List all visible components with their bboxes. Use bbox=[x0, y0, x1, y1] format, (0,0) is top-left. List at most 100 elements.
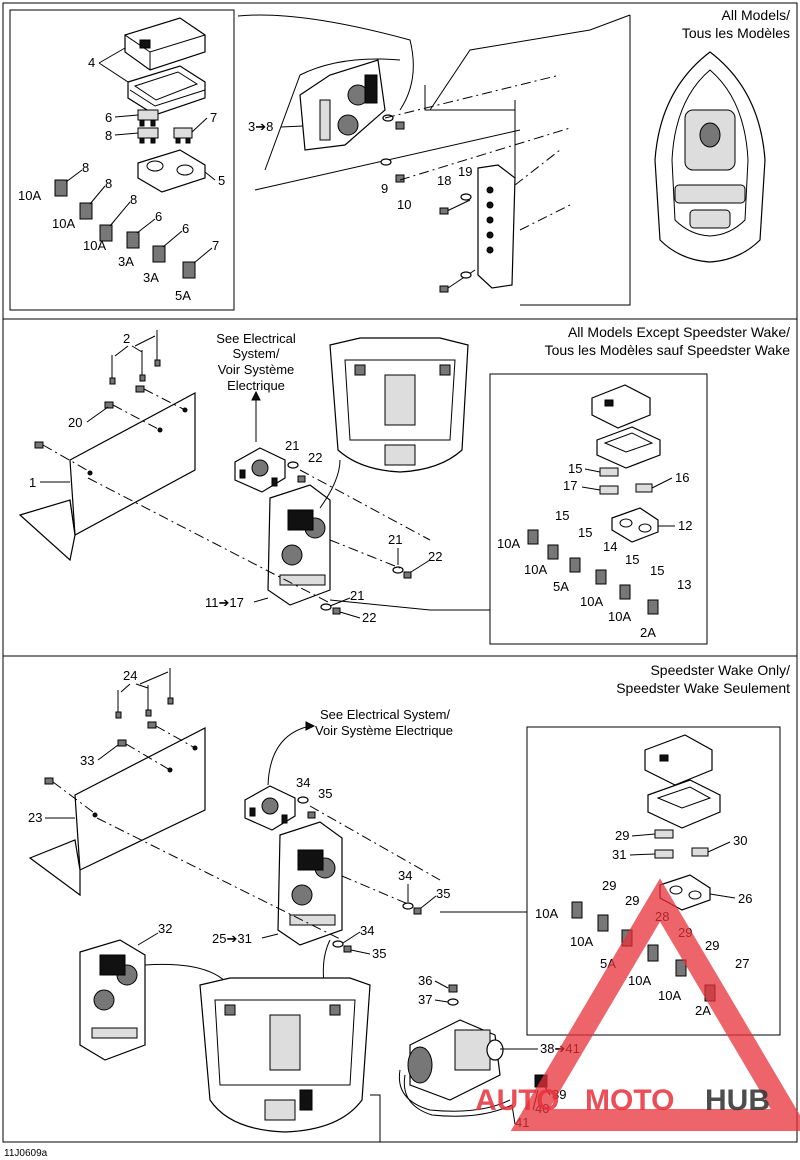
label-5a-s2: 5A bbox=[553, 579, 569, 594]
fuse-10a-b bbox=[79, 202, 93, 220]
gasket-3 bbox=[647, 779, 721, 829]
label-27: 27 bbox=[735, 956, 749, 971]
label-8: 8 bbox=[105, 128, 112, 143]
solenoid-relay bbox=[234, 447, 286, 493]
label-3a-2: 3A bbox=[143, 270, 159, 285]
label-10a-s2-4: 10A bbox=[608, 609, 631, 624]
fuse-holder-32 bbox=[79, 939, 146, 1061]
diagram-code: 11J0609a bbox=[4, 1148, 48, 1159]
label-10a-s3-4: 10A bbox=[658, 988, 681, 1003]
label-6c: 6 bbox=[182, 221, 189, 236]
label-35a: 35 bbox=[318, 786, 332, 801]
section-3-title-line1: Speedster Wake Only/ bbox=[650, 662, 790, 678]
fuse-holder-assembly bbox=[299, 59, 386, 151]
hardware-34-35 bbox=[297, 796, 422, 953]
label-17: 17 bbox=[563, 478, 577, 493]
label-10a-s3-1: 10A bbox=[535, 906, 558, 921]
label-34c: 34 bbox=[360, 923, 374, 938]
note-3-line2: Voir Système Electrique bbox=[315, 723, 453, 738]
label-4: 4 bbox=[88, 55, 95, 70]
label-15b: 15 bbox=[555, 508, 569, 523]
nut-10 bbox=[395, 121, 405, 183]
cover-3 bbox=[644, 734, 713, 786]
washer-19 bbox=[460, 193, 472, 201]
label-10: 10 bbox=[397, 197, 411, 212]
gasket-2 bbox=[596, 426, 661, 469]
label-16: 16 bbox=[675, 470, 689, 485]
label-5: 5 bbox=[218, 173, 225, 188]
label-22c: 22 bbox=[362, 610, 376, 625]
fuse-5a bbox=[182, 261, 196, 279]
fuse-plate bbox=[137, 149, 206, 193]
label-15e: 15 bbox=[650, 563, 664, 578]
screws-20 bbox=[34, 385, 186, 474]
label-21c: 21 bbox=[350, 588, 364, 603]
fuse-holder-2 bbox=[267, 484, 331, 606]
label-9: 9 bbox=[381, 181, 388, 196]
label-31: 31 bbox=[612, 847, 626, 862]
label-22b: 22 bbox=[428, 549, 442, 564]
label-34b: 34 bbox=[398, 868, 412, 883]
label-18: 18 bbox=[437, 173, 451, 188]
solenoid-relay-2 bbox=[244, 785, 296, 831]
fuse-3a-b bbox=[152, 245, 166, 263]
label-15d: 15 bbox=[625, 552, 639, 567]
label-15a: 15 bbox=[568, 461, 582, 476]
label-29b: 29 bbox=[602, 878, 616, 893]
boat-top-view bbox=[654, 51, 766, 263]
mounting-panel-2 bbox=[28, 727, 206, 897]
fuse-small-8a bbox=[137, 127, 159, 144]
label-37: 37 bbox=[418, 992, 432, 1007]
label-1: 1 bbox=[29, 475, 36, 490]
label-35b: 35 bbox=[436, 886, 450, 901]
mounting-panel-1 bbox=[18, 391, 196, 562]
label-7: 7 bbox=[210, 110, 217, 125]
label-10a-s3-2: 10A bbox=[570, 934, 593, 949]
label-12: 12 bbox=[678, 518, 692, 533]
label-2: 2 bbox=[123, 331, 130, 346]
section-1-title-line2: Tous les Modèles bbox=[682, 25, 790, 41]
fuse-box-cover bbox=[124, 17, 206, 71]
label-10a-3: 10A bbox=[83, 238, 106, 253]
section-2-title-line2: Tous les Modèles sauf Speedster Wake bbox=[545, 342, 791, 358]
label-35c: 35 bbox=[372, 946, 386, 961]
label-10a-s3-3: 10A bbox=[628, 973, 651, 988]
label-10a-s2-3: 10A bbox=[580, 594, 603, 609]
note-3-line1: See Electrical System/ bbox=[320, 707, 450, 722]
screw-18 bbox=[439, 199, 471, 215]
note-2-line1: See Electrical bbox=[216, 331, 296, 346]
section-except-speedster: All Models Except Speedster Wake/ Tous l… bbox=[18, 324, 791, 645]
label-3a-1: 3A bbox=[118, 254, 134, 269]
fuse-kit-inset-3 bbox=[526, 726, 781, 1036]
label-10a-1: 10A bbox=[18, 188, 41, 203]
section-all-models: All Models/ Tous les Modèles bbox=[9, 7, 790, 311]
label-30: 30 bbox=[733, 833, 747, 848]
label-8c: 8 bbox=[105, 176, 112, 191]
label-20: 20 bbox=[68, 415, 82, 430]
screw-18b bbox=[439, 269, 476, 293]
section-2-title-line1: All Models Except Speedster Wake/ bbox=[568, 324, 790, 340]
note-2-line2: System/ bbox=[233, 346, 280, 361]
label-10a-s2-1: 10A bbox=[497, 536, 520, 551]
label-24: 24 bbox=[123, 668, 137, 683]
rivets-24 bbox=[115, 668, 174, 719]
hardware-36-37 bbox=[447, 984, 459, 1006]
label-8d: 8 bbox=[130, 192, 137, 207]
terminal-strip bbox=[477, 164, 516, 289]
label-26: 26 bbox=[738, 891, 752, 906]
label-34a: 34 bbox=[296, 775, 310, 790]
cover-2 bbox=[591, 384, 651, 429]
fuse-kit-inset-2 bbox=[489, 373, 708, 645]
hardware-21-22 bbox=[287, 461, 412, 615]
fuse-holder-3 bbox=[277, 821, 343, 946]
label-15c: 15 bbox=[578, 525, 592, 540]
label-22a: 22 bbox=[308, 450, 322, 465]
label-2a-s2: 2A bbox=[640, 625, 656, 640]
fuse-3a-a bbox=[126, 231, 140, 249]
watermark-triangle bbox=[510, 878, 800, 1131]
fuse-kit-inset bbox=[9, 9, 235, 311]
panel-border-bottom bbox=[2, 655, 798, 1143]
label-3-8: 3➔8 bbox=[248, 119, 273, 134]
console-view-2 bbox=[329, 337, 469, 473]
